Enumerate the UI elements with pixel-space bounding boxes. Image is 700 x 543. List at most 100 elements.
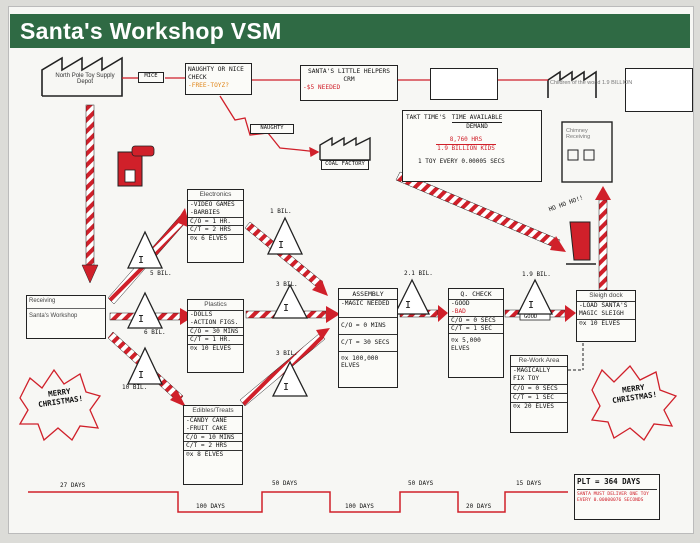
sleigh-operators: ☺x 10 ELVES — [577, 319, 635, 328]
qcheck-co: C/O = 0 SECS — [449, 315, 503, 325]
plt-box: PLT = 364 DAYS SANTA MUST DELIVER ONE TO… — [574, 474, 660, 520]
takt-line2-den: 1.9 BILLION KIDS — [437, 144, 495, 152]
coal-factory-label-box: COAL FACTORY — [321, 160, 369, 170]
sleigh-title: Sleigh dock — [589, 292, 623, 299]
helpers-crm-box: SANTA'S LITTLE HELPERS CRM -$5 NEEDED — [300, 65, 398, 101]
edibles-co: C/O = 10 MINS — [184, 432, 242, 442]
plastics-title: Plastics — [204, 301, 227, 308]
customer-factory-icon — [547, 70, 597, 98]
qcheck-process-box: Q. CHECK -GOOD -BAD C/O = 0 SECS C/T = 1… — [448, 288, 504, 378]
takt-label: TAKT TIME'S — [406, 114, 446, 121]
inv-symbol-4: I — [278, 240, 285, 251]
naughty-check-box: NAUGHTY OR NICE CHECK -FREE-TOYZ? — [185, 63, 252, 95]
qcheck-ct: C/T = 1 SEC — [449, 324, 503, 333]
electronics-ct: C/T = 2 HRS — [188, 225, 243, 234]
inv-symbol-7: I — [405, 300, 412, 311]
supplier-factory-icon — [41, 56, 123, 97]
inv-label-6: 3 BIL. — [276, 350, 298, 357]
takt-line3: 1 TOY EVERY 0.00005 SECS — [418, 158, 505, 165]
electronics-item-1: -VIDEO GAMES — [188, 200, 243, 209]
qcheck-good: -GOOD — [449, 299, 503, 308]
inv-label-1: 5 BIL. — [150, 270, 172, 277]
redacted-box-1 — [430, 68, 498, 100]
assembly-co: C/O = 0 MINS — [339, 317, 397, 334]
edibles-ct: C/T = 2 HRS — [184, 441, 242, 450]
timeline-bottom-3: 20 DAYS — [466, 503, 492, 510]
rework-process-box: Re-Work Area -MAGICALLY FIX TOY C/O = 0 … — [510, 355, 568, 433]
inv-label-5: 3 BIL. — [276, 281, 298, 288]
plt-note: SANTA MUST DELIVER ONE TOY EVERY 0.00000… — [577, 489, 657, 503]
plastics-ops-text: x 10 ELVES — [193, 345, 231, 353]
inv-symbol-6: I — [283, 382, 290, 393]
takt-time-box: TAKT TIME'S TIME AVAILABLE DEMAND 8,760 … — [402, 110, 542, 182]
inv-symbol-3: I — [138, 370, 145, 381]
receiving-sub: Santa's Workshop — [27, 307, 105, 325]
sleigh-dock-box: Sleigh dock -LOAD SANTA'S MAGIC SLEIGH ☺… — [576, 290, 636, 342]
chimney-house-icon — [561, 121, 613, 183]
timeline-top-2: 50 DAYS — [272, 480, 298, 487]
sleigh-item-1: -LOAD SANTA'S MAGIC SLEIGH — [577, 301, 635, 319]
rework-item-1: -MAGICALLY FIX TOY — [511, 366, 567, 384]
plastics-operators: ☺x 10 ELVES — [188, 344, 243, 353]
timeline-top-3: 50 DAYS — [408, 480, 434, 487]
rework-title: Re-Work Area — [518, 357, 560, 364]
timeline-bottom-1: 100 DAYS — [196, 503, 225, 510]
rework-ct: C/T = 1 SEC — [511, 392, 567, 402]
assembly-operators: ☺x 100,000 ELVES — [339, 350, 397, 374]
qcheck-operators: ☺x 5,000 ELVES — [449, 333, 503, 356]
takt-numerator: TIME AVAILABLE — [451, 114, 503, 123]
supplier-label: North Pole Toy Supply Depot — [55, 73, 115, 85]
push-arrow-supplier — [81, 104, 99, 284]
sleigh-icon — [566, 221, 596, 265]
helpers-title: SANTA'S LITTLE HELPERS CRM — [308, 68, 390, 83]
qcheck-bad: -BAD — [451, 307, 466, 315]
qcheck-title: Q. CHECK — [460, 290, 492, 298]
electronics-item-2: -BARBIES — [190, 208, 220, 216]
assembly-process-box: ASSEMBLY -MAGIC NEEDED C/O = 0 MINS C/T … — [338, 288, 398, 388]
chimney-label: Chimney Receiving — [566, 128, 591, 140]
qcheck-ops-text: x 5,000 ELVES — [451, 337, 481, 352]
diagonal-delivery-arrow — [395, 171, 566, 252]
takt-denominator: DEMAND — [466, 122, 488, 130]
rework-operators: ☺x 20 ELVES — [511, 401, 567, 411]
sleigh-ops-text: x 10 ELVES — [582, 320, 620, 328]
title-bar — [10, 14, 690, 48]
push-arrow-chimney — [595, 186, 611, 291]
redacted-box-2 — [625, 68, 693, 112]
coal-factory-icon — [319, 136, 371, 161]
truck-icon — [117, 145, 155, 187]
inventory-triangles — [126, 216, 554, 397]
naughty-check-note: -FREE-TOYZ? — [188, 81, 229, 89]
inv-label-7: 2.1 BIL. — [404, 270, 433, 277]
edibles-title: Edibles/Treats — [192, 407, 234, 414]
naughty-label-box: NAUGHTY — [250, 124, 294, 134]
assembly-ct: C/T = 30 SECS — [339, 333, 397, 351]
rework-co: C/O = 0 SECS — [511, 384, 567, 393]
electronics-process-box: Electronics -VIDEO GAMES -BARBIES C/O = … — [187, 189, 244, 263]
plastics-item-2: -ACTION FIGS. — [190, 318, 239, 326]
receiving-title: Receiving — [29, 298, 56, 304]
merry-burst-right — [590, 364, 678, 441]
naughty-label-text: NAUGHTY — [260, 125, 284, 131]
plastics-co: C/O = 30 MINS — [188, 326, 243, 336]
electronics-operators: ☺x 6 ELVES — [188, 234, 243, 243]
plastics-item-1: -DOLLS — [188, 310, 243, 319]
inv-label-4: 1 BIL. — [270, 208, 292, 215]
coal-factory-text: COAL FACTORY — [325, 161, 365, 167]
plt-value: PLT = 364 DAYS — [577, 477, 641, 486]
inv-label-3: 10 BIL. — [122, 384, 148, 391]
edibles-process-box: Edibles/Treats -CANDY CANE -FRUIT CAKE C… — [183, 405, 243, 485]
electronics-title: Electronics — [199, 191, 232, 198]
receiving-box: Receiving Santa's Workshop — [26, 295, 106, 339]
inv-symbol-8: I — [528, 300, 535, 311]
edibles-item-2: -FRUIT CAKE — [186, 424, 227, 432]
plastics-process-box: Plastics -DOLLS -ACTION FIGS. C/O = 30 M… — [187, 299, 244, 373]
plastics-ct: C/T = 1 HR. — [188, 335, 243, 344]
merry-burst-left — [18, 368, 102, 442]
customer-label: Children of the world 1.9 BILLION — [550, 80, 633, 86]
rework-ops-text: x 20 ELVES — [516, 402, 554, 410]
edibles-operators: ☺x 8 ELVES — [184, 450, 242, 459]
timeline-bottom-2: 100 DAYS — [345, 503, 374, 510]
edibles-item-1: -CANDY CANE — [184, 416, 242, 425]
